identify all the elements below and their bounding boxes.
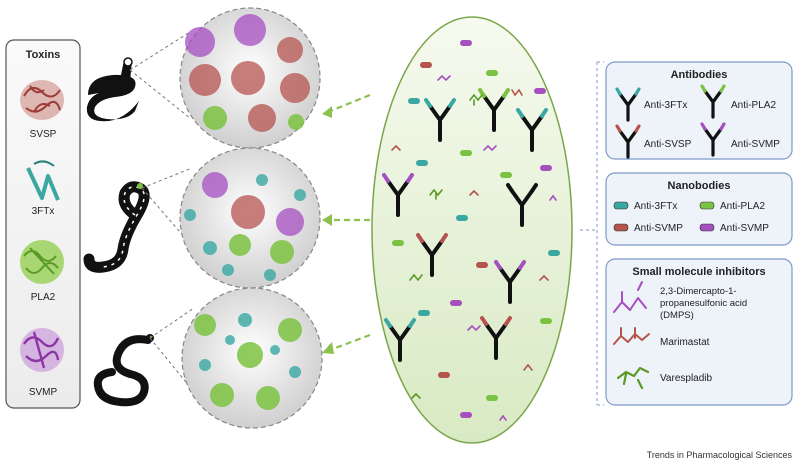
nanobody-anti-svmp-icon-purple xyxy=(699,223,715,232)
antibody-anti-svmp-icon xyxy=(700,122,726,157)
small-molecule-panel-title: Small molecule inhibitors xyxy=(632,266,765,278)
marimastat-molecule-icon xyxy=(613,327,650,345)
toxins-panel: Toxins SVSP 3FTx PLA2 SVMP xyxy=(5,39,81,409)
svsp-toxin-icon xyxy=(20,80,64,120)
antibodies-panel: Antibodies Anti-3FTx Anti-PLA2 Anti-SVSP… xyxy=(605,61,793,160)
nanobody-label-anti-3ftx: Anti-3FTx xyxy=(634,201,677,212)
antibody-anti-3ftx-icon xyxy=(615,87,641,122)
cobra-venom-toxins xyxy=(184,172,306,281)
mixture-antibodies xyxy=(382,88,548,362)
mixture-nanobodies xyxy=(392,40,560,418)
varespladib-label: Varespladib xyxy=(660,373,713,384)
toxin-label-pla2: PLA2 xyxy=(31,292,56,303)
snake-to-venom-connectors xyxy=(129,31,195,393)
viper-venom-toxins xyxy=(185,14,310,132)
varespladib-molecule-icon xyxy=(616,366,650,390)
venom-circle-mamba xyxy=(181,287,323,429)
dmps-molecule-icon xyxy=(613,281,647,313)
journal-credit: Trends in Pharmacological Sciences xyxy=(647,450,793,460)
marimastat-label: Marimastat xyxy=(660,337,710,348)
svmp-toxin-icon xyxy=(20,328,64,372)
dmps-label-line2: propanesulfonic acid xyxy=(660,298,747,309)
snake-cobra-icon xyxy=(83,181,150,273)
antibody-label-anti-pla2: Anti-PLA2 xyxy=(731,100,776,111)
snake-mamba-icon xyxy=(93,334,154,407)
dmps-label-line3: (DMPS) xyxy=(660,310,694,321)
venom-circle-viper xyxy=(179,7,321,149)
toxin-label-3ftx: 3FTx xyxy=(32,206,55,217)
nanobodies-panel-title: Nanobodies xyxy=(668,180,731,192)
mixture-small-molecules xyxy=(391,74,557,421)
toxins-panel-title: Toxins xyxy=(26,49,61,61)
toxin-label-svsp: SVSP xyxy=(30,129,57,140)
snake-viper-icon xyxy=(86,57,139,122)
nanobody-anti-svmp-icon-red xyxy=(613,223,629,232)
antivenom-mixture xyxy=(371,16,573,444)
venom-circle-cobra xyxy=(179,147,321,289)
antibody-label-anti-3ftx: Anti-3FTx xyxy=(644,100,687,111)
antibody-anti-svsp-icon xyxy=(615,124,641,159)
antibody-anti-pla2-icon xyxy=(700,84,726,119)
legend-bracket xyxy=(580,61,604,406)
antibodies-panel-title: Antibodies xyxy=(671,69,728,81)
3ftx-toxin-icon xyxy=(26,160,60,201)
neutralization-arrows xyxy=(322,93,371,354)
antibody-label-anti-svsp: Anti-SVSP xyxy=(644,139,692,150)
toxin-label-svmp: SVMP xyxy=(29,387,58,398)
toxins-panel-frame xyxy=(5,39,81,409)
dmps-label-line1: 2,3-Dimercapto-1- xyxy=(660,286,737,297)
nanobody-anti-3ftx-icon xyxy=(613,201,629,210)
nanobodies-panel: Nanobodies Anti-3FTx Anti-PLA2 Anti-SVMP… xyxy=(605,172,793,246)
small-molecule-panel: Small molecule inhibitors 2,3-Dimercapto… xyxy=(605,258,793,406)
antibody-label-anti-svmp: Anti-SVMP xyxy=(731,139,780,150)
nanobody-anti-pla2-icon xyxy=(699,201,715,210)
nanobody-label-anti-pla2: Anti-PLA2 xyxy=(720,201,765,212)
nanobody-label-anti-svmp-1: Anti-SVMP xyxy=(634,223,683,234)
nanobody-label-anti-svmp-2: Anti-SVMP xyxy=(720,223,769,234)
mamba-venom-toxins xyxy=(194,313,302,410)
pla2-toxin-icon xyxy=(20,240,64,284)
